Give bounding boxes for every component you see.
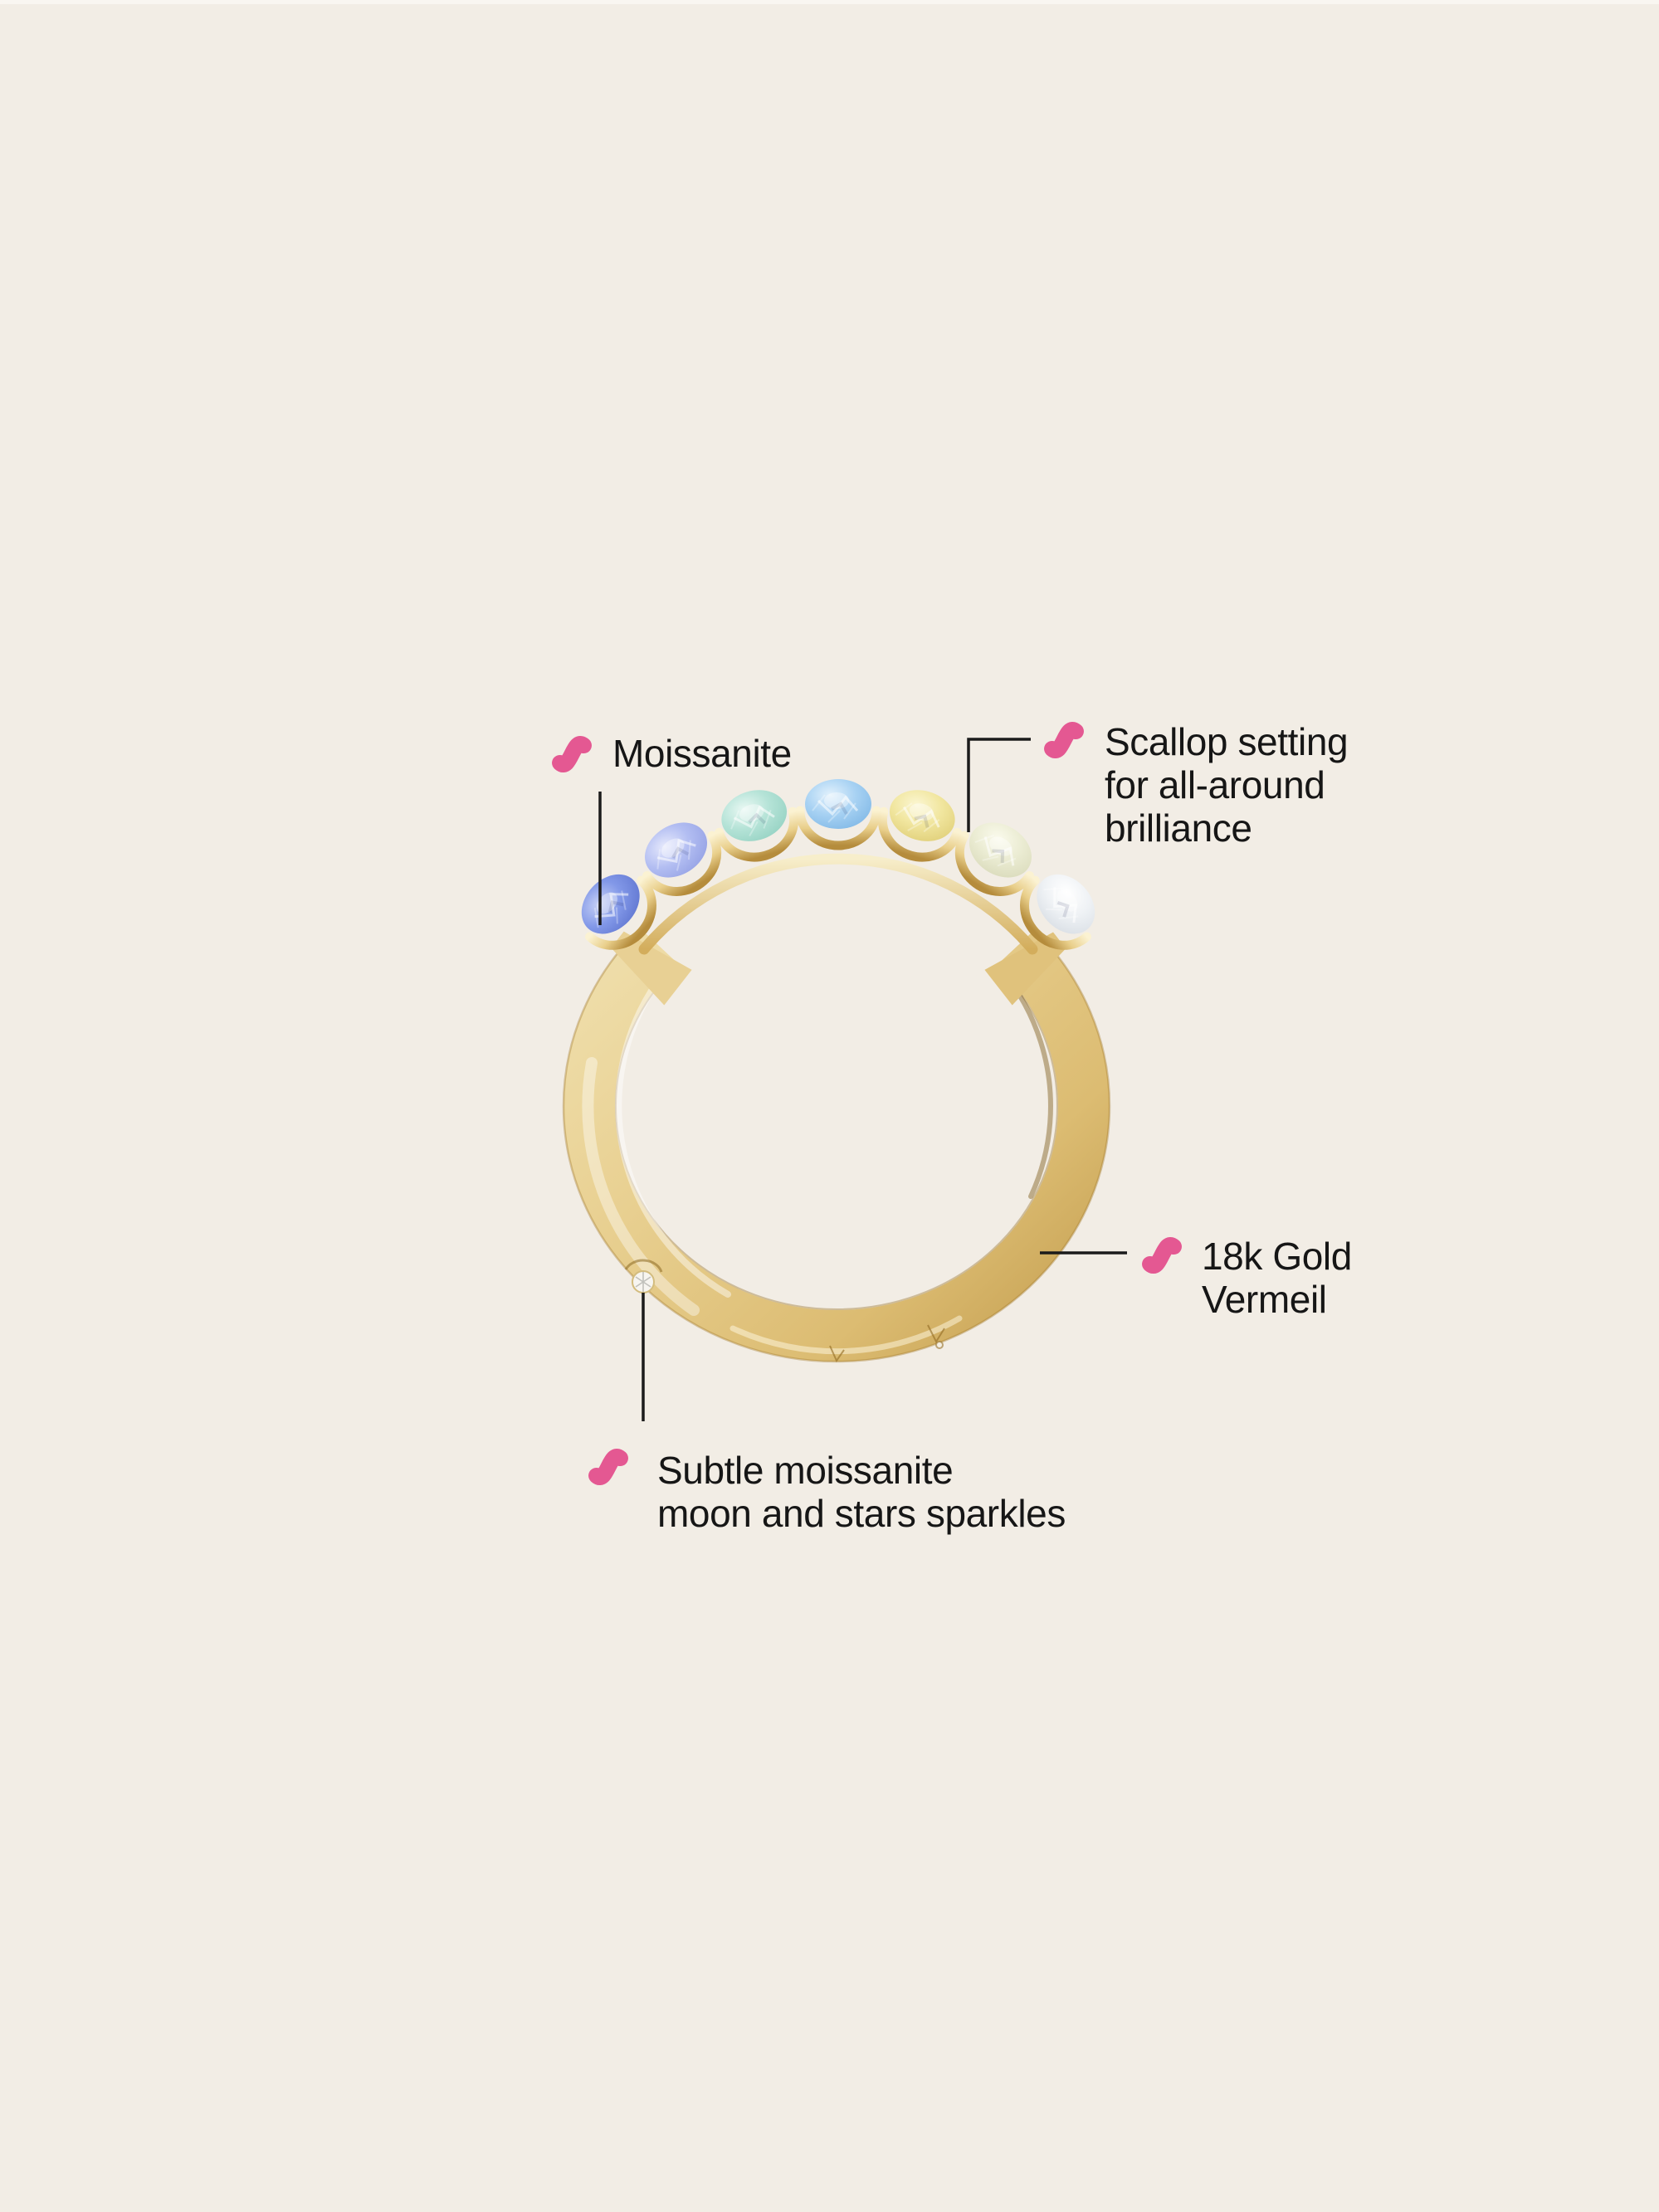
stone-sky-blue: [795, 779, 881, 850]
squiggle-icon: [1044, 721, 1084, 759]
stone-pale-yellow: [877, 790, 962, 862]
gallery-rail: [638, 853, 1038, 955]
scallop-cup: [585, 875, 656, 950]
label-subtle-sparkles: Subtle moissanite moon and stars sparkle…: [657, 1449, 1066, 1535]
scallop-cup: [954, 831, 1034, 896]
stone-clear-white: [1020, 874, 1095, 950]
label-moissanite-text: Moissanite: [612, 732, 792, 775]
label-scallop-line3: brilliance: [1105, 806, 1252, 850]
label-gold-line1: 18k Gold: [1202, 1235, 1352, 1278]
callout-line-scallop: [967, 738, 1031, 832]
band-engravings: [829, 1324, 945, 1363]
label-moissanite: Moissanite: [612, 732, 792, 775]
label-sparkles-line2: moon and stars sparkles: [657, 1492, 1066, 1535]
label-gold-vermeil: 18k Gold Vermeil: [1202, 1235, 1352, 1321]
stone-periwinkle-blue: [581, 874, 656, 950]
label-sparkles-line1: Subtle moissanite: [657, 1449, 954, 1492]
label-gold-line2: Vermeil: [1202, 1278, 1327, 1321]
scallop-cup: [877, 806, 962, 862]
scallop-cup: [1020, 875, 1091, 950]
callout-lines: [598, 738, 1127, 1421]
scallop-cup: [642, 831, 722, 896]
label-scallop-line2: for all-around: [1105, 763, 1325, 806]
squiggle-icon: [588, 1448, 628, 1486]
label-scallop-line1: Scallop setting: [1105, 720, 1349, 763]
band-sparkle-gem: [624, 1259, 663, 1294]
squiggle-icon: [552, 735, 592, 773]
stone-champagne: [954, 822, 1034, 896]
ring-shoulder-left: [611, 931, 692, 1006]
stone-lavender: [642, 822, 722, 896]
band-highlight-left: [582, 1057, 700, 1316]
label-scallop-setting: Scallop setting for all-around brillianc…: [1105, 720, 1349, 850]
ring-shoulder-right: [984, 932, 1066, 1006]
stone-mint-green: [715, 790, 799, 862]
scallop-cup: [715, 806, 799, 862]
stone-row: [581, 779, 1095, 950]
top-edge-strip: [0, 0, 1659, 4]
squiggle-icon: [1142, 1236, 1182, 1274]
scallop-cup: [795, 806, 881, 850]
band-highlight-inner-left: [615, 977, 731, 1298]
